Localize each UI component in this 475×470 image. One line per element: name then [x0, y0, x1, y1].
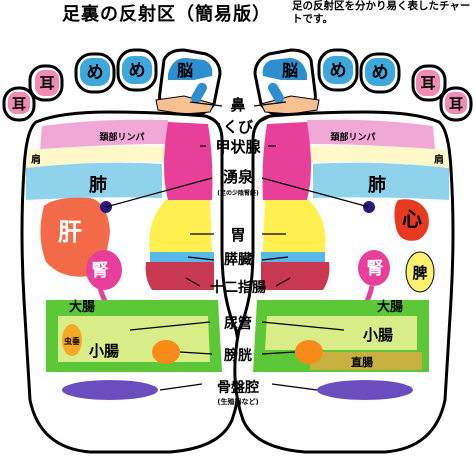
right-neck-lymph-band — [307, 119, 435, 150]
right-kidney-label: 腎 — [367, 259, 384, 279]
right-pelvis-area — [317, 380, 413, 400]
left-liver-label: 肝 — [58, 218, 82, 246]
thyroid-label: 甲状腺 — [215, 138, 261, 156]
right-rectum-area — [310, 352, 422, 370]
left-lung-label: 肺 — [89, 175, 107, 196]
left-stomach-area — [149, 200, 212, 252]
left-small-intestine-label: 小腸 — [89, 342, 119, 360]
left-bladder-area — [152, 340, 180, 364]
right-brain-area — [262, 58, 307, 80]
left-appendix-label: 虫垂 — [64, 336, 80, 346]
page-subtitle: 足の反射区を分かり易く表したチャートです。 — [292, 0, 471, 25]
left-toe-label-4: め — [129, 61, 146, 81]
right-ear-toe-5 — [445, 92, 467, 114]
right-spleen-area — [405, 251, 435, 293]
right-bladder-area — [295, 340, 323, 364]
left-shoulder-band — [26, 145, 168, 168]
neck-label: くび — [223, 118, 253, 136]
left-toe-label-1: 耳 — [12, 97, 26, 113]
right-toe-label-3: め — [372, 63, 389, 83]
right-shoulder-band — [307, 145, 449, 168]
left-foot — [2, 48, 242, 454]
left-duodenum-area — [145, 262, 214, 290]
right-toe-label-4: 耳 — [420, 74, 435, 92]
right-thyroid-area — [262, 122, 311, 200]
yongquan-label: 湧泉 — [223, 168, 254, 186]
stomach-label: 胃 — [230, 226, 245, 244]
pelvis-label: 骨盤腔 — [217, 379, 259, 396]
left-shoulder-label: 肩 — [31, 153, 41, 166]
right-rectum-label: 直腸 — [351, 355, 373, 369]
right-toe-label-5: 耳 — [449, 97, 463, 113]
right-eye-toe-3 — [365, 58, 395, 86]
bladder-label: 膀胱 — [223, 347, 252, 364]
left-brain-blue-bar — [191, 82, 207, 104]
pancreas-label: 膵臓 — [224, 251, 252, 268]
right-lung-band — [313, 162, 449, 200]
left-pelvis-area — [62, 380, 158, 400]
left-kidney-area — [86, 250, 122, 290]
left-toe-label-5: 脳 — [177, 61, 193, 80]
right-duodenum-area — [261, 262, 330, 290]
left-eye-toe-2 — [122, 56, 152, 84]
right-small-intestine-area — [265, 316, 417, 350]
right-stomach-area — [263, 200, 326, 252]
right-eye-toe-2 — [323, 56, 353, 84]
left-brain-area — [168, 58, 213, 80]
left-appendix-area — [62, 324, 82, 356]
right-heart-label: 心 — [402, 207, 422, 231]
duodenum-label: 十二指腸 — [210, 279, 266, 296]
nose-label: 鼻 — [230, 96, 245, 114]
left-toe-label-2: 耳 — [39, 74, 54, 92]
left-ear-toe-5 — [8, 92, 30, 114]
leader-lines — [105, 101, 370, 391]
right-small-intestine-label: 小腸 — [363, 326, 393, 344]
right-heart-area — [394, 199, 429, 241]
right-brain-blue-bar — [268, 82, 284, 104]
page-title: 足裏の反射区（簡易版） — [62, 4, 271, 25]
ureter-label: 尿管 — [224, 315, 252, 332]
left-lung-band — [26, 162, 162, 200]
right-spleen-label: 脾 — [412, 264, 427, 282]
left-thyroid-area — [164, 122, 213, 200]
left-neck-lymph-band — [40, 119, 168, 150]
left-neck-lymph-label: 頚部リンパ — [98, 131, 144, 143]
right-ear-toe-4 — [416, 70, 440, 96]
left-toe-label-3: め — [87, 63, 104, 83]
left-large-intestine-label: 大腸 — [69, 299, 95, 315]
left-pancreas-area — [150, 252, 214, 262]
yongquan-note: (足の少陰腎経) — [217, 189, 259, 197]
right-toe-label-1: 脳 — [282, 61, 298, 80]
left-ear-toe-4 — [35, 70, 59, 96]
left-kidney-label: 腎 — [92, 261, 109, 281]
right-toe-label-2: め — [330, 61, 347, 81]
right-kidney-area — [358, 250, 390, 286]
right-neck-lymph-label: 頚部リンパ — [329, 131, 375, 143]
right-large-intestine-label: 大腸 — [377, 299, 403, 315]
right-pancreas-area — [261, 252, 325, 262]
pelvis-note: (生殖器など) — [217, 397, 258, 406]
right-shoulder-label: 肩 — [434, 153, 444, 166]
right-foot — [233, 48, 473, 454]
right-lung-label: 肺 — [368, 175, 386, 196]
left-eye-toe-3 — [80, 58, 110, 86]
